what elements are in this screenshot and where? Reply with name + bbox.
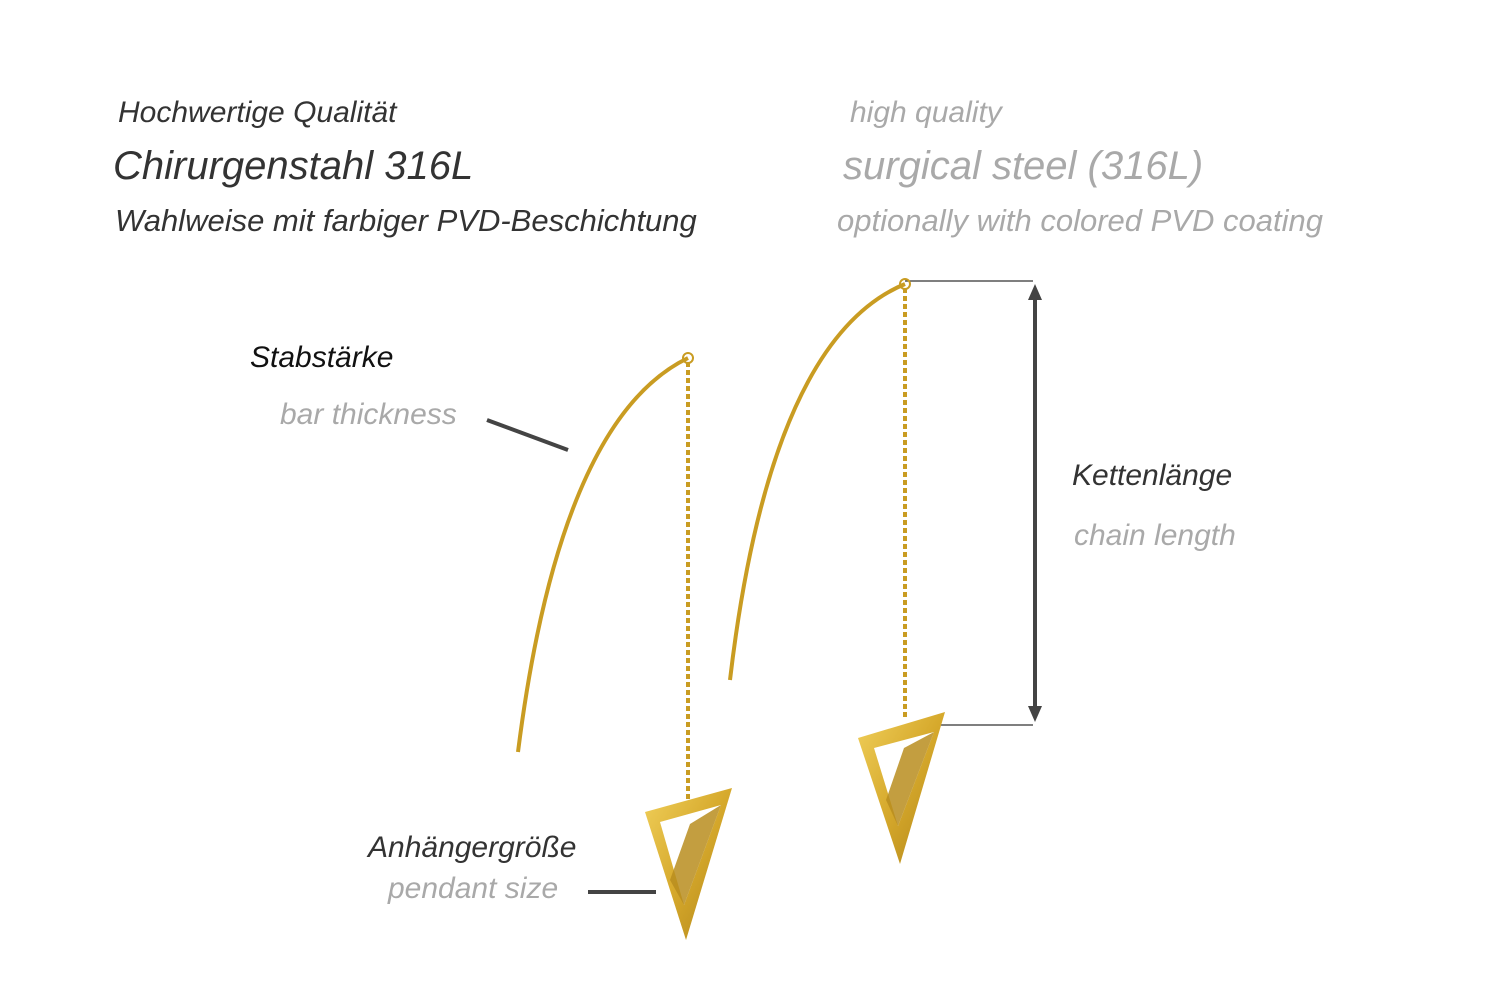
earring-right [728, 278, 945, 864]
heading-en-coating: optionally with colored PVD coating [837, 203, 1323, 238]
heading-en-quality: high quality [850, 96, 1004, 129]
triangle-pendant [645, 788, 732, 940]
heading-de-material: Chirurgenstahl 316L [113, 144, 473, 188]
heading-de-quality: Hochwertige Qualität [118, 96, 398, 129]
earring-bar [728, 282, 906, 681]
label-bar-de: Stabstärke [250, 341, 393, 374]
triangle-pendant [858, 712, 945, 864]
label-pendant-en: pendant size [387, 872, 558, 905]
chain-length-dimension [905, 280, 1042, 726]
arrow-down-icon [1028, 706, 1042, 722]
label-pendant-de: Anhängergröße [366, 831, 576, 864]
arrow-up-icon [1028, 284, 1042, 300]
heading-de-coating: Wahlweise mit farbiger PVD-Beschichtung [115, 203, 697, 238]
bar-leader-line [486, 418, 569, 452]
heading-en-material: surgical steel (316L) [843, 144, 1203, 188]
label-chain-en: chain length [1074, 519, 1236, 552]
earring-left [516, 352, 732, 940]
label-bar-en: bar thickness [280, 398, 457, 431]
earring-bar [516, 356, 689, 753]
label-chain-de: Kettenlänge [1072, 459, 1232, 492]
